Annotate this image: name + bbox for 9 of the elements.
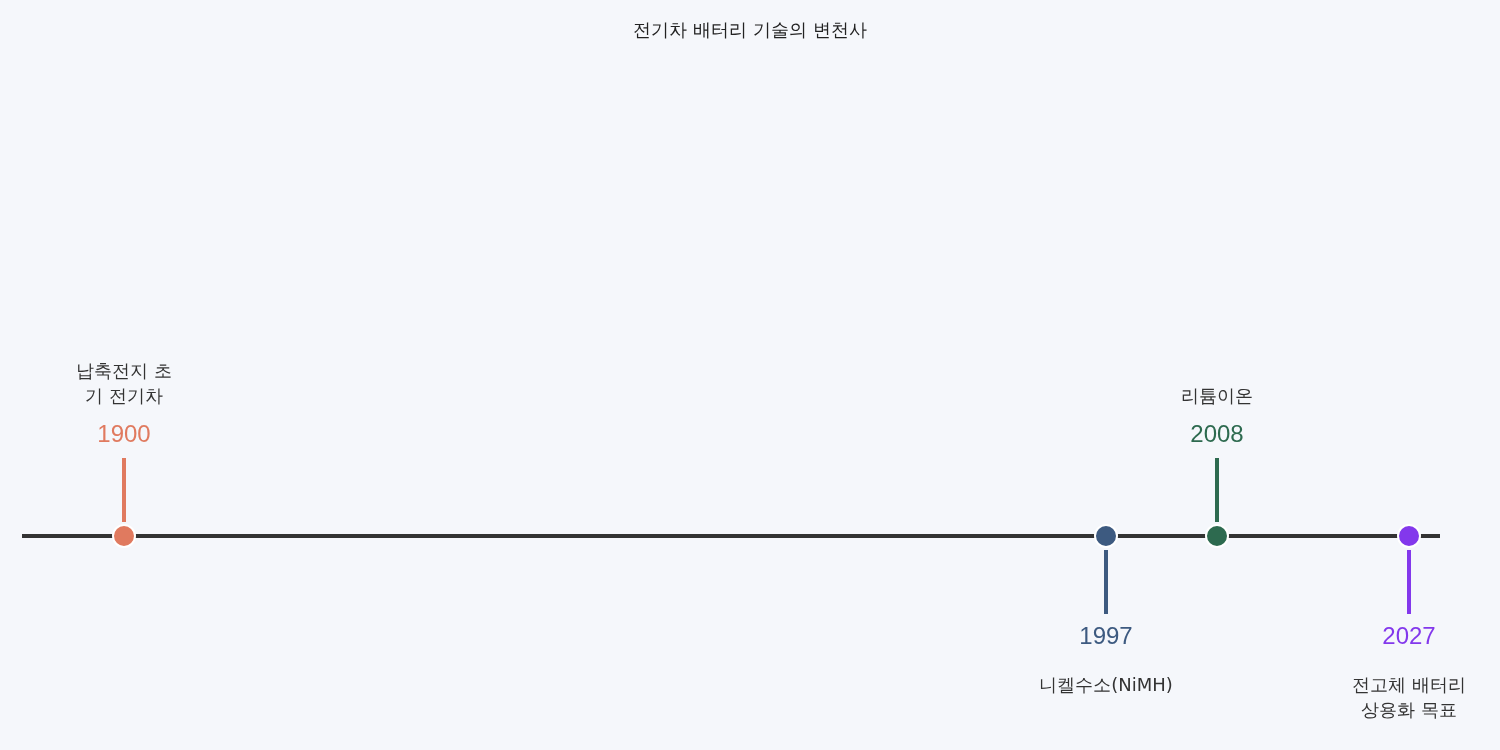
- event-description: 납축전지 초기 전기차: [75, 359, 173, 408]
- year-label: 2027: [1382, 622, 1436, 650]
- title: 전기차 배터리 기술의 변천사: [633, 18, 867, 42]
- year-label: 1900: [97, 420, 151, 448]
- event-description: 니켈수소(NiMH): [1038, 673, 1174, 697]
- year-label: 1997: [1079, 622, 1133, 650]
- year-label: 2008: [1190, 420, 1244, 448]
- event-description: 전고체 배터리 상용화 목표: [1351, 673, 1467, 722]
- event-description: 리튬이온: [1180, 384, 1254, 408]
